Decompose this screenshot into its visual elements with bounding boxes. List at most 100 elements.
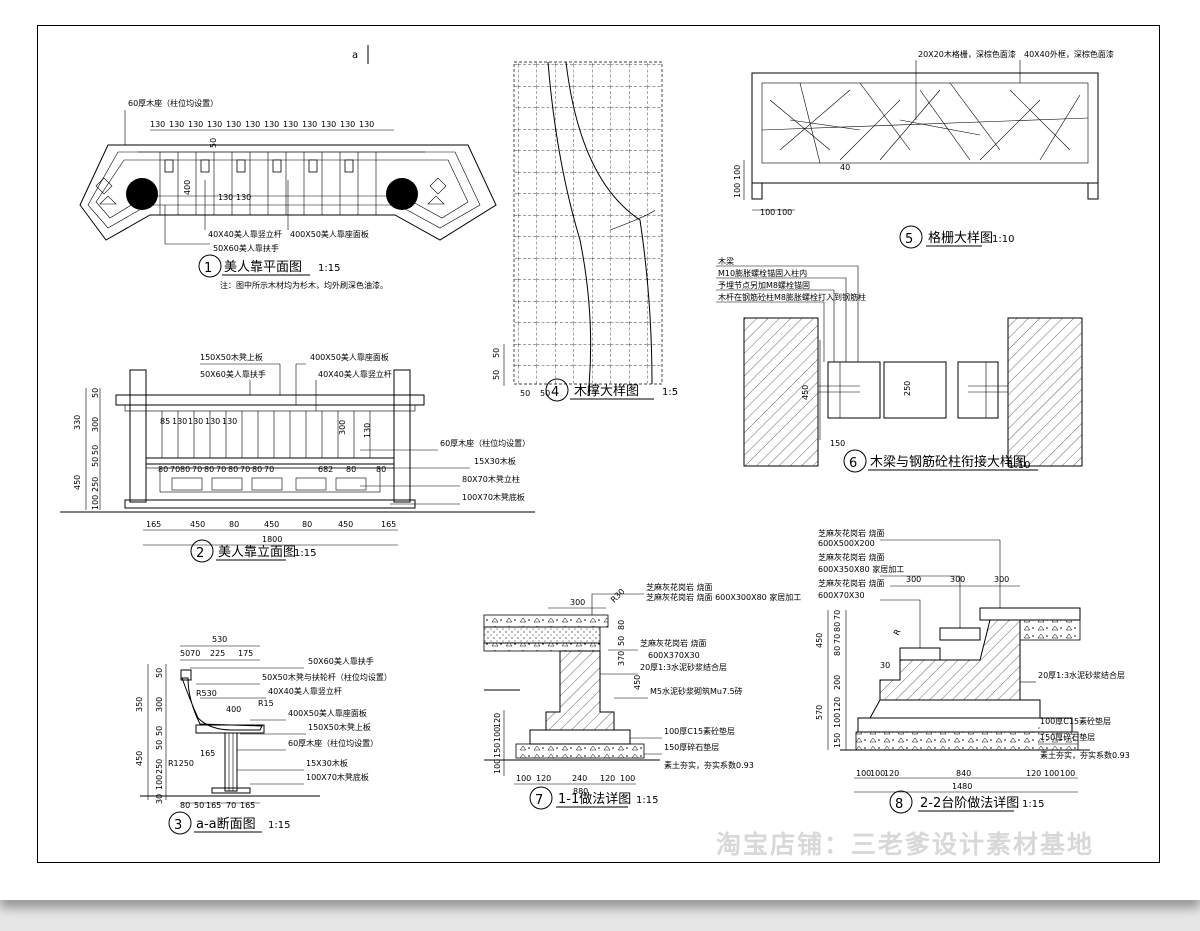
svg-text:15X30木板: 15X30木板	[306, 758, 348, 768]
connection-title: 木梁与钢筋砼柱衔接大样图	[870, 454, 1026, 470]
drawing-6-connection: 木梁 M10膨胀螺栓锚固入柱内 予埋节点另加M8螺栓锚固 木杆在钢筋砼柱M8膨胀…	[716, 256, 1083, 473]
svg-text:80: 80	[158, 465, 168, 474]
svg-text:165: 165	[206, 801, 221, 810]
svg-text:8: 8	[895, 797, 903, 812]
plan-callout-post: 40X40美人靠竖立杆	[208, 229, 282, 239]
svg-text:100: 100	[1044, 769, 1059, 778]
svg-text:350: 350	[135, 697, 144, 712]
elev-dim-bottom-165: 165	[146, 520, 161, 529]
svg-text:450: 450	[801, 385, 810, 400]
svg-text:50: 50	[155, 668, 164, 678]
svg-text:130: 130	[302, 120, 317, 129]
svg-text:400X50美人靠座面板: 400X50美人靠座面板	[288, 708, 367, 718]
svg-text:450: 450	[135, 751, 144, 766]
svg-text:R30: R30	[609, 587, 627, 605]
svg-text:R530: R530	[196, 689, 217, 698]
svg-text:250: 250	[155, 759, 164, 774]
svg-text:40X40美人靠竖立杆: 40X40美人靠竖立杆	[318, 369, 392, 379]
svg-text:予埋节点另加M8螺栓锚固: 予埋节点另加M8螺栓锚固	[718, 280, 810, 290]
svg-text:85: 85	[160, 417, 170, 426]
section-scale: 1:15	[268, 820, 290, 831]
svg-text:450: 450	[73, 475, 82, 490]
svg-text:450: 450	[633, 675, 642, 690]
svg-text:3: 3	[174, 818, 182, 833]
svg-text:570: 570	[815, 705, 824, 720]
column-right	[386, 178, 418, 210]
svg-text:70: 70	[240, 465, 250, 474]
svg-text:175: 175	[238, 649, 253, 658]
lattice-title: 格栅大样图	[928, 230, 993, 246]
svg-text:20厚1:3水泥砂浆结合层: 20厚1:3水泥砂浆结合层	[640, 662, 727, 672]
svg-text:130: 130	[172, 417, 187, 426]
svg-text:120: 120	[493, 713, 502, 728]
section-title: a-a断面图	[196, 817, 256, 832]
plan-scale: 1:15	[318, 263, 340, 274]
svg-text:600X350X80 家居加工: 600X350X80 家居加工	[818, 564, 904, 574]
cad-drawing: a	[60, 45, 1130, 859]
svg-text:100: 100	[516, 774, 531, 783]
svg-text:50: 50	[520, 389, 530, 398]
svg-text:80: 80	[346, 465, 356, 474]
svg-text:R15: R15	[258, 699, 274, 708]
svg-text:100X70木凳底板: 100X70木凳底板	[306, 772, 369, 782]
svg-text:130: 130	[321, 120, 336, 129]
section-mark-label: a	[352, 50, 358, 61]
svg-text:素土夯实，夯实系数0.93: 素土夯实，夯实系数0.93	[664, 760, 754, 770]
drawing-5-lattice: 20X20木格栅，深棕色面漆 40X40外框，深棕色面漆 100 100 100…	[733, 49, 1114, 249]
plan-callout-seat: 60厚木座（柱位均设置）	[128, 98, 218, 108]
svg-text:530: 530	[212, 635, 227, 644]
svg-text:木杆在钢筋砼柱M8膨胀螺栓打入到钢筋柱: 木杆在钢筋砼柱M8膨胀螺栓打入到钢筋柱	[718, 292, 866, 302]
plan-dim-400: 400	[183, 180, 192, 195]
svg-text:1480: 1480	[952, 782, 972, 791]
svg-text:芝麻灰花岗岩 烧面: 芝麻灰花岗岩 烧面	[818, 528, 885, 538]
svg-text:60厚木座（柱位均设置）: 60厚木座（柱位均设置）	[288, 738, 378, 748]
svg-text:840: 840	[956, 769, 971, 778]
svg-text:80: 80	[617, 620, 626, 630]
plan-callout-seat-board: 400X50美人靠座面板	[290, 229, 369, 239]
svg-text:165: 165	[381, 520, 396, 529]
plan-title: 美人靠平面图	[224, 260, 302, 275]
svg-text:300: 300	[91, 417, 100, 432]
svg-text:芝麻灰花岗岩 烧面: 芝麻灰花岗岩 烧面	[818, 552, 885, 562]
svg-text:70: 70	[833, 610, 842, 620]
svg-text:50: 50	[617, 636, 626, 646]
svg-text:150厚碎石垫层: 150厚碎石垫层	[664, 742, 719, 752]
svg-text:50: 50	[91, 457, 100, 467]
svg-text:芝麻灰花岗岩 烧面: 芝麻灰花岗岩 烧面	[640, 638, 707, 648]
detail-1-label-stone: 芝麻灰花岗岩 烧面 600X300X80 家居加工	[646, 592, 801, 602]
svg-text:200: 200	[833, 675, 842, 690]
svg-text:450: 450	[815, 633, 824, 648]
svg-text:130: 130	[205, 417, 220, 426]
svg-text:130: 130	[283, 120, 298, 129]
svg-text:300: 300	[155, 697, 164, 712]
svg-text:80: 80	[833, 646, 842, 656]
svg-text:130: 130	[359, 120, 374, 129]
svg-text:80: 80	[833, 622, 842, 632]
svg-text:100: 100	[777, 208, 792, 217]
svg-text:芝麻灰花岗岩 烧面: 芝麻灰花岗岩 烧面	[818, 578, 885, 588]
svg-text:70: 70	[192, 465, 202, 474]
plan-title-num: 1	[204, 261, 212, 276]
drawing-7-detail: 300 R30 芝麻灰花岗岩 烧面 芝麻灰花岗岩 烧面 600X300X80 家…	[483, 582, 801, 810]
drawing-8-steps: 芝麻灰花岗岩 烧面 600X500X200 芝麻灰花岗岩 烧面 600X350X…	[815, 528, 1130, 814]
svg-text:100: 100	[493, 727, 502, 742]
svg-text:130: 130	[264, 120, 279, 129]
svg-text:50: 50	[540, 389, 550, 398]
brace-title: 木撑大样图	[574, 384, 639, 399]
svg-text:50: 50	[194, 801, 204, 810]
svg-text:150: 150	[833, 733, 842, 748]
svg-text:15X30木板: 15X30木板	[474, 456, 516, 466]
svg-text:120: 120	[600, 774, 615, 783]
plan-callout-handrail: 50X60美人靠扶手	[213, 243, 279, 253]
svg-text:100: 100	[91, 495, 100, 510]
svg-text:330: 330	[73, 415, 82, 430]
svg-text:100: 100	[870, 769, 885, 778]
svg-text:100: 100	[155, 775, 164, 790]
svg-text:450: 450	[264, 520, 279, 529]
plan-outline	[79, 144, 497, 241]
svg-text:120: 120	[884, 769, 899, 778]
svg-text:120: 120	[536, 774, 551, 783]
drawing-frame	[37, 25, 1160, 863]
svg-text:70: 70	[216, 465, 226, 474]
